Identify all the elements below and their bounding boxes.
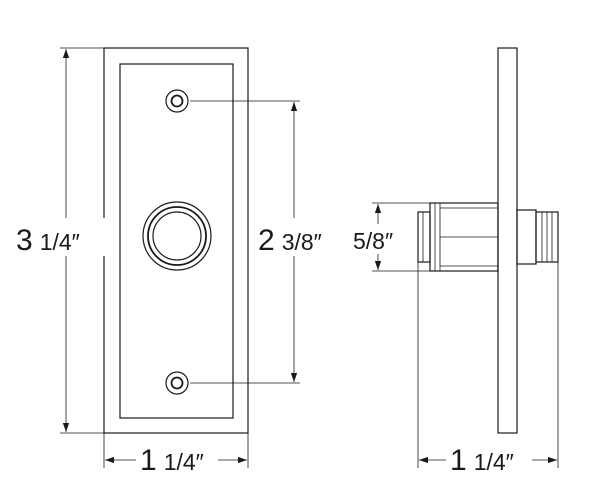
depth-fraction: 1/4″ [474, 449, 514, 475]
button-diameter-dimension: 5/8″ [350, 202, 430, 272]
height-dimension: 3 1/4″ [10, 47, 106, 434]
side-button-body [429, 202, 499, 272]
depth-dimension: 1 1/4″ [417, 262, 559, 477]
height-fraction: 1/4″ [40, 229, 80, 255]
plate-inner-face [119, 63, 234, 419]
button-diameter-label: 5/8″ [353, 228, 393, 254]
side-button-cap [417, 211, 431, 263]
side-rear-stem [516, 209, 559, 265]
side-view: 5/8″ 1 1/4″ [350, 47, 559, 477]
depth-whole: 1 [450, 444, 467, 477]
hole-spacing-fraction: 3/8″ [282, 229, 322, 255]
svg-text:11/4″: 1 1/4″ [140, 444, 204, 477]
svg-text:31/4″: 3 1/4″ [16, 224, 80, 257]
width-dimension: 1 1/4″ [103, 433, 249, 477]
hole-spacing-whole: 2 [258, 224, 275, 257]
bottom-screw-hole [165, 371, 189, 395]
width-whole: 1 [140, 444, 157, 477]
svg-text:11/4″: 1 1/4″ [450, 444, 514, 477]
hole-spacing-dimension: 2 3/8″ [190, 100, 334, 384]
push-button [142, 201, 212, 271]
svg-text:23/8″: 2 3/8″ [258, 224, 322, 257]
height-whole: 3 [16, 224, 33, 257]
side-plate [497, 47, 518, 434]
width-fraction: 1/4″ [164, 449, 204, 475]
front-view: 3 1/4″ 2 3/8″ 1 1/4″ [10, 47, 334, 477]
top-screw-hole [165, 89, 189, 113]
